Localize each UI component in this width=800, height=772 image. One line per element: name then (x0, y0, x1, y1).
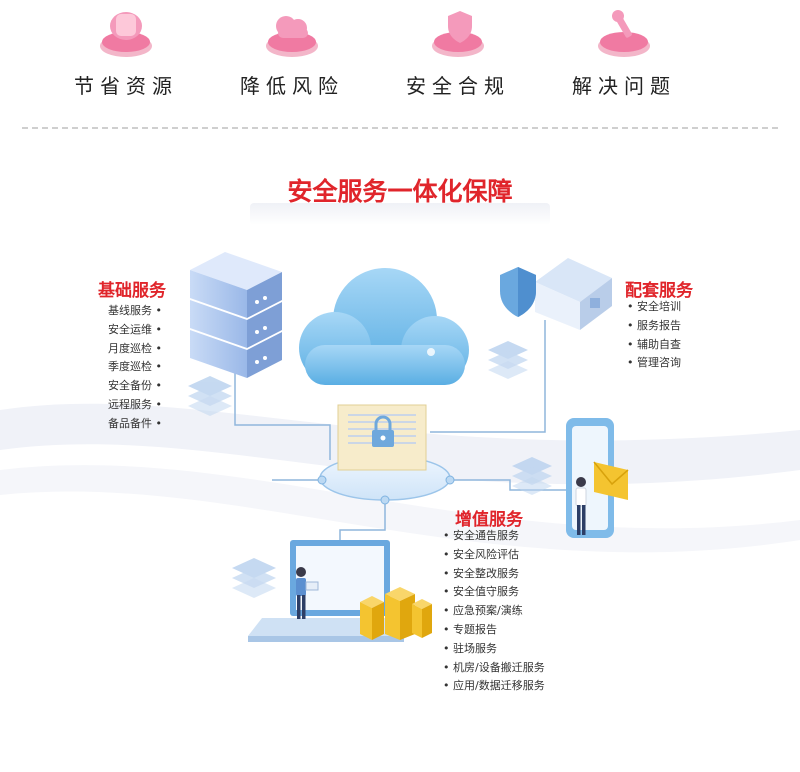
list-item: 安全备份 (108, 377, 162, 396)
benefit-save-resources: 节省资源 (46, 0, 206, 99)
basic-services-list: 基线服务 安全运维 月度巡检 季度巡检 安全备份 远程服务 备品备件 (108, 302, 162, 434)
list-item: 季度巡检 (108, 358, 162, 377)
list-item: 基线服务 (108, 302, 162, 321)
list-item: 辅助自查 (627, 336, 681, 355)
layers-icon-right (488, 341, 528, 379)
list-item: 安全培训 (627, 298, 681, 317)
cloud-shield-icon (252, 0, 332, 62)
connector-lines (234, 320, 570, 545)
list-item: 月度巡检 (108, 340, 162, 359)
bar-chart-icon (360, 587, 432, 640)
shield-house-icon (500, 258, 612, 330)
layers-icon-mid (512, 457, 552, 495)
list-item: 安全通告服务 (443, 527, 545, 546)
benefit-label: 安全合规 (406, 74, 510, 98)
list-item: 安全运维 (108, 321, 162, 340)
server-stack-icon (190, 252, 282, 378)
value-added-services-title: 增值服务 (455, 510, 523, 530)
list-item: 安全值守服务 (443, 583, 545, 602)
benefit-label: 降低风险 (240, 74, 344, 98)
list-item: 应急预案/演练 (443, 602, 545, 621)
list-item: 驻场服务 (443, 640, 545, 659)
cloud-icon (299, 268, 469, 385)
list-item: 应用/数据迁移服务 (443, 677, 545, 696)
benefit-compliance: 安全合规 (378, 0, 538, 99)
wrench-icon (584, 0, 664, 62)
dashed-divider (22, 127, 778, 129)
list-item: 机房/设备搬迁服务 (443, 659, 545, 678)
shield-check-icon (418, 0, 498, 62)
person-figure-icon (575, 477, 587, 535)
list-item: 管理咨询 (627, 354, 681, 373)
title-reflection (250, 203, 550, 225)
document-lock-icon (337, 404, 427, 471)
layers-icon (188, 376, 232, 416)
benefit-reduce-risk: 降低风险 (212, 0, 372, 99)
support-services-title: 配套服务 (625, 281, 693, 301)
list-item: 备品备件 (108, 415, 162, 434)
value-added-services-list: 安全通告服务 安全风险评估 安全整改服务 安全值守服务 应急预案/演练 专题报告… (443, 527, 545, 696)
benefit-solve-problems: 解决问题 (544, 0, 704, 99)
person-presenting-icon (296, 567, 319, 619)
list-item: 安全整改服务 (443, 565, 545, 584)
layers-icon-bottom (232, 558, 276, 598)
list-item: 安全风险评估 (443, 546, 545, 565)
list-item: 远程服务 (108, 396, 162, 415)
page-title: 安全服务一体化保障 (287, 177, 513, 206)
benefit-label: 节省资源 (74, 74, 178, 98)
support-services-list: 安全培训 服务报告 辅助自查 管理咨询 (627, 298, 681, 373)
list-item: 专题报告 (443, 621, 545, 640)
benefit-label: 解决问题 (572, 74, 676, 98)
list-item: 服务报告 (627, 317, 681, 336)
phone-message-icon (566, 418, 629, 538)
piggy-bank-icon (86, 0, 166, 62)
basic-services-title: 基础服务 (98, 281, 166, 301)
